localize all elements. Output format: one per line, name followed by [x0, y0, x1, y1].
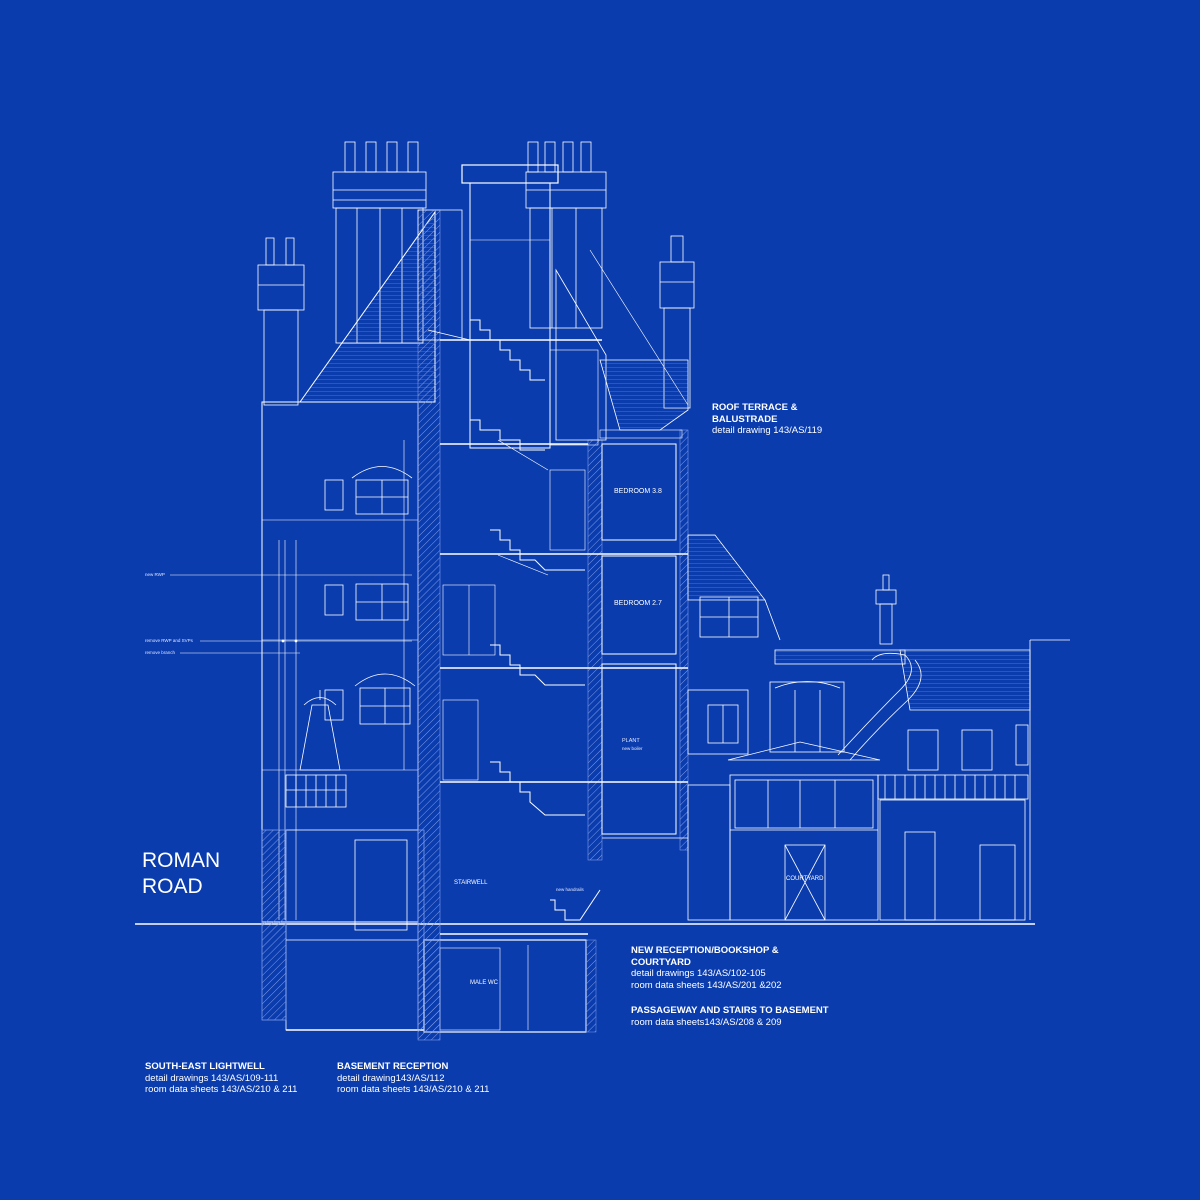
new-reception-detail: detail drawings 143/AS/102-105 — [631, 968, 766, 979]
room-label-handrails: new handrails — [556, 887, 584, 892]
new-reception-sheets: room data sheets 143/AS/201 &202 — [631, 979, 782, 991]
basement-reception-title: BASEMENT RECEPTION — [337, 1061, 449, 1072]
center-chimney-group — [525, 141, 607, 329]
right-roof — [599, 359, 689, 431]
room-label-bedroom-38: BEDROOM 3.8 — [614, 488, 662, 495]
passageway-sheets: room data sheets143/AS/208 & 209 — [631, 1016, 782, 1028]
callout-remove-rwp: remove RWP and SVPs — [145, 638, 193, 643]
bedroom-block — [555, 249, 689, 839]
lightwell-basement — [261, 829, 425, 1031]
right-buildings — [687, 534, 1070, 921]
roof-terrace-title-1: ROOF TERRACE & — [712, 402, 798, 413]
lightwell-detail: detail drawings 143/AS/109-111 — [145, 1072, 279, 1084]
lightwell-title: SOUTH-EAST LIGHTWELL — [145, 1061, 265, 1072]
stair-tower-section — [417, 164, 689, 1041]
roof-terrace-note: ROOF TERRACE & BALUSTRADE detail drawing… — [712, 402, 822, 437]
lightwell-lantern — [285, 690, 347, 808]
room-label-plant: PLANT — [622, 738, 640, 744]
room-label-male-wc: MALE WC — [470, 980, 499, 986]
passageway-title: PASSAGEWAY AND STAIRS TO BASEMENT — [631, 1005, 829, 1016]
left-roof — [299, 210, 436, 403]
passageway-note: PASSAGEWAY AND STAIRS TO BASEMENT room d… — [631, 1005, 829, 1028]
room-label-stairwell: STAIRWELL — [454, 880, 488, 886]
street-label-line2: ROAD — [142, 875, 203, 898]
room-label-plant-sub: new boiler — [622, 746, 643, 751]
roof-terrace-title-2: BALUSTRADE — [712, 413, 778, 425]
callout-new-rwp: new RWP — [145, 572, 165, 577]
new-reception-title-1: NEW RECEPTION/BOOKSHOP & — [631, 945, 779, 956]
pipe-callout-leaders — [170, 574, 412, 654]
room-label-courtyard: COURTYARD — [786, 876, 824, 882]
street-label-line1: ROMAN — [142, 849, 221, 872]
room-label-bedroom-27: BEDROOM 2.7 — [614, 600, 662, 607]
left-windows — [324, 466, 416, 725]
new-reception-title-2: COURTYARD — [631, 956, 691, 968]
basement-reception-note: BASEMENT RECEPTION detail drawing143/AS/… — [337, 1061, 489, 1096]
far-left-chimney — [257, 237, 305, 406]
new-reception-note: NEW RECEPTION/BOOKSHOP & COURTYARD detai… — [631, 945, 782, 991]
callout-remove-branch: remove branch — [145, 650, 176, 655]
lightwell-note: SOUTH-EAST LIGHTWELL detail drawings 143… — [145, 1061, 297, 1096]
basement-reception-detail: detail drawing143/AS/112 — [337, 1072, 445, 1084]
roof-terrace-detail: detail drawing 143/AS/119 — [712, 425, 823, 436]
street-label: ROMAN ROAD — [142, 848, 220, 900]
basement-reception-sheets: room data sheets 143/AS/210 & 211 — [337, 1084, 490, 1095]
lightwell-sheets: room data sheets 143/AS/210 & 211 — [145, 1084, 298, 1095]
